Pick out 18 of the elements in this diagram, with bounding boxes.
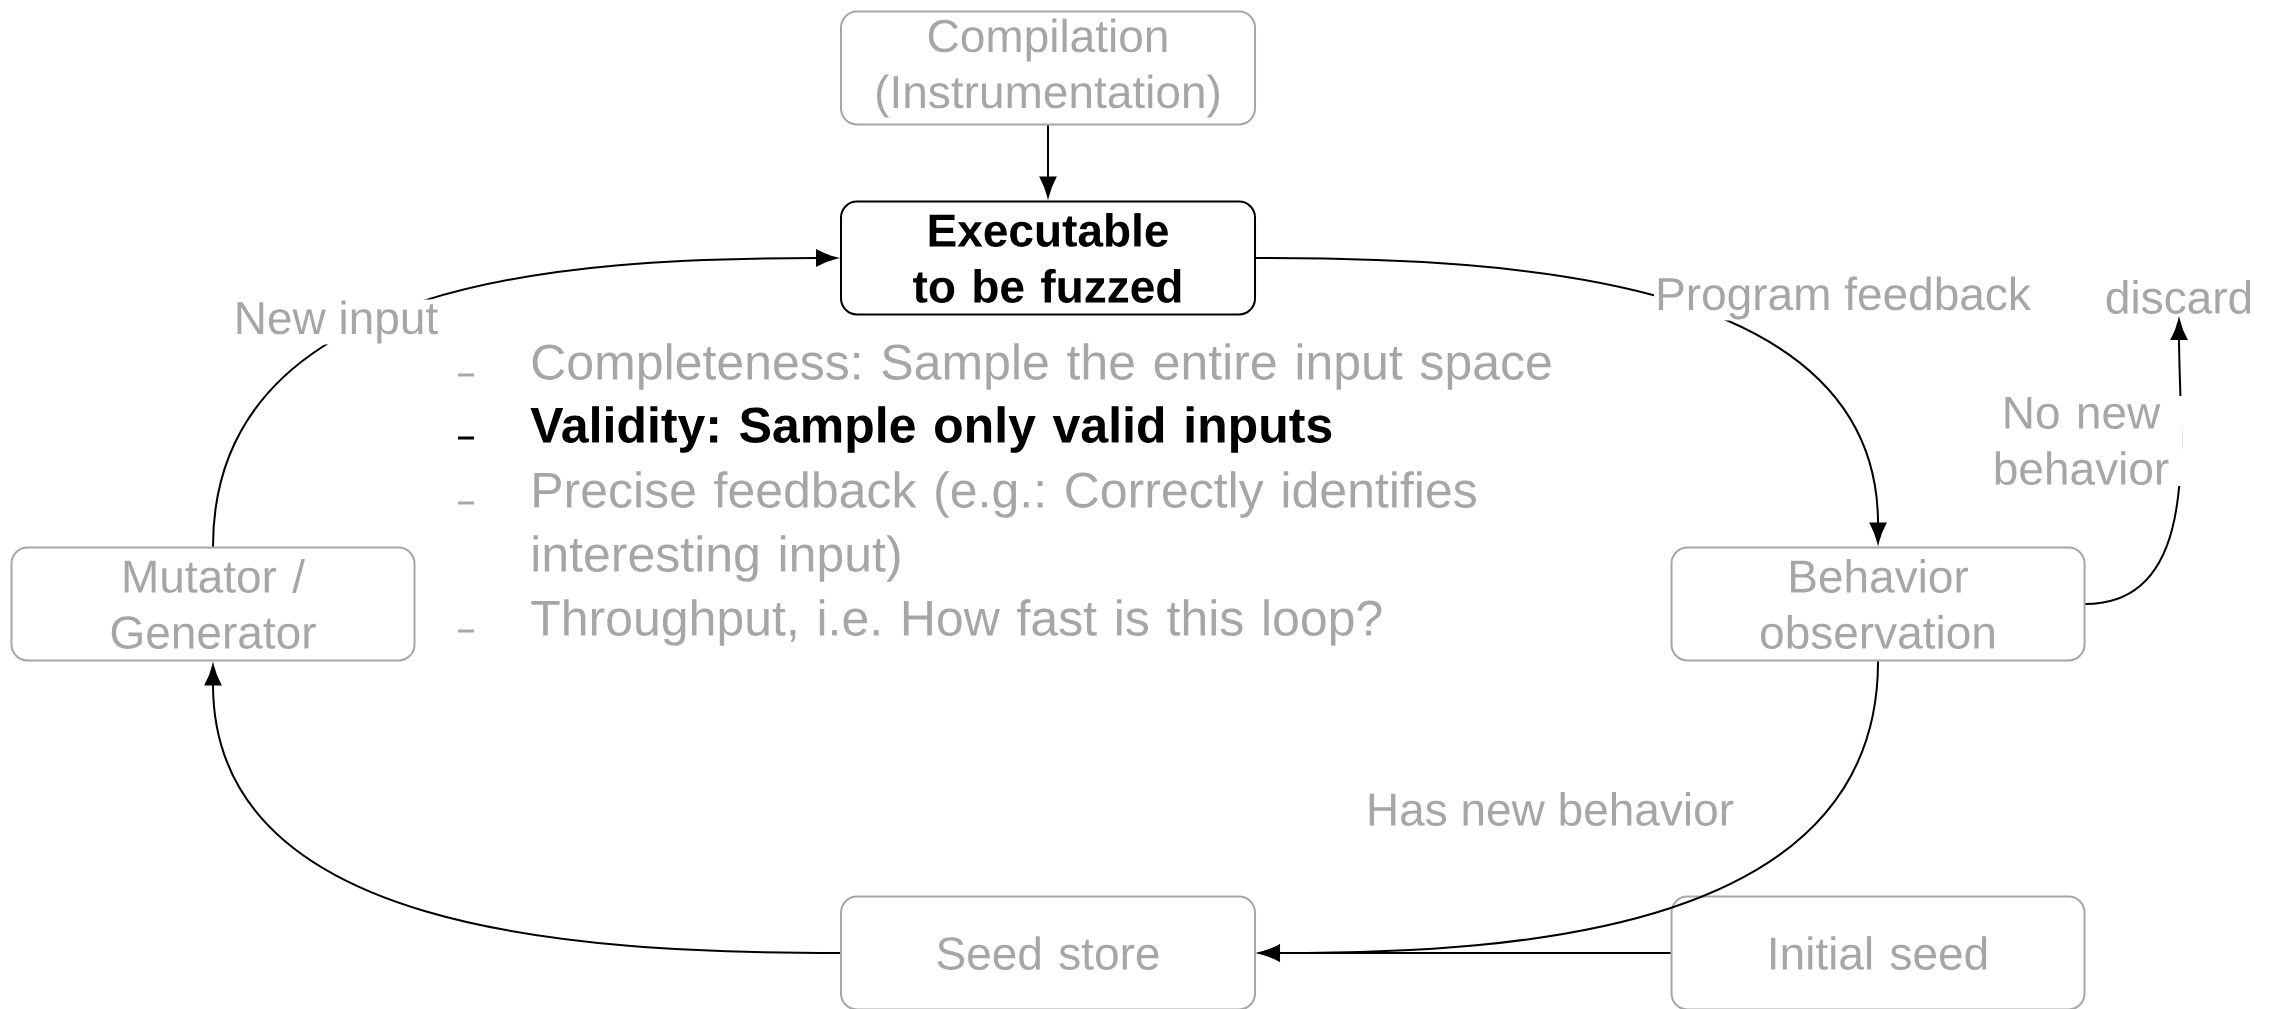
process-box: Seed store [840, 895, 1256, 1009]
list-item: Precise feedback (e.g.: Correctly identifies interesting input) [533, 471, 1476, 582]
process-box: Initial seed [1670, 895, 2086, 1009]
arrow [1039, 124, 1057, 198]
edge-label: New input [232, 299, 440, 345]
edge-label: No new behavior [1980, 395, 2183, 487]
list-item: Validity: Sample only valid inputs [530, 406, 1332, 453]
arrow [1255, 257, 1887, 544]
process-box: Executable to be fuzzed [840, 200, 1256, 316]
end-label: discard [2106, 280, 2251, 314]
arrow [1259, 944, 1672, 962]
arrow [204, 664, 841, 954]
process-box: Behavior observation [1670, 546, 2086, 662]
edge-label: Has new behavior [1364, 791, 1736, 827]
list-item: Throughput, i.e. How fast is this loop? [531, 599, 1382, 646]
process-box: Compilation (Instrumentation) [840, 10, 1256, 126]
edge-label: Program feedback [1654, 275, 2032, 321]
process-box: Mutator / Generator [10, 546, 416, 662]
